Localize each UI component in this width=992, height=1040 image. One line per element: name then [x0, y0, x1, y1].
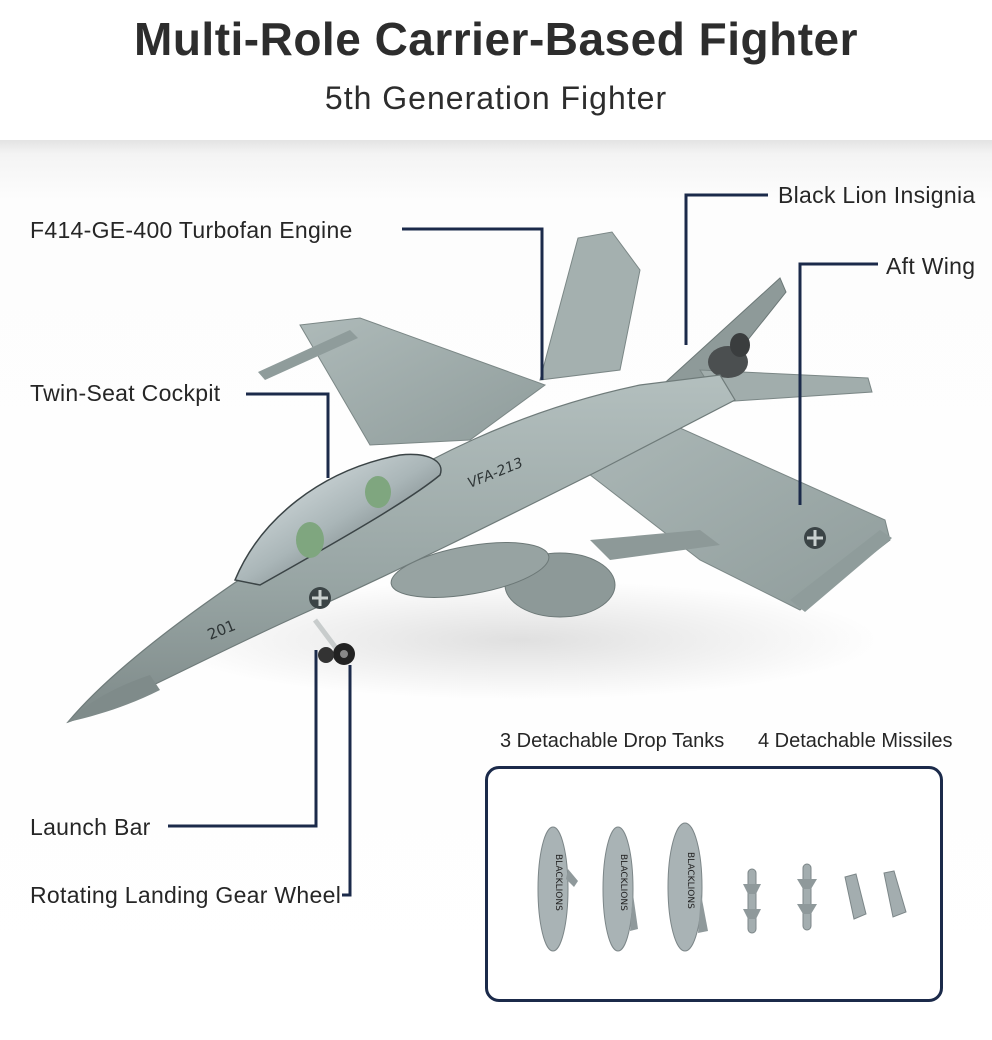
roundel-wing — [804, 527, 826, 549]
callout-aft-wing-label: Aft Wing — [886, 253, 976, 279]
drop-tank-3-text: BLACKLIONS — [685, 852, 695, 909]
under-wing-pylon — [590, 530, 720, 560]
page-title: Multi-Role Carrier-Based Fighter — [134, 13, 858, 65]
accessories-image: BLACKLIONS BLACKLIONS BLACKLIONS — [537, 822, 907, 952]
right-wingtip-missile — [790, 530, 892, 612]
leader-launch-bar — [168, 650, 318, 828]
callout-cockpit-label: Twin-Seat Cockpit — [30, 380, 221, 406]
leader-insignia — [684, 193, 768, 345]
drop-tank-2-text: BLACKLIONS — [618, 854, 628, 911]
drop-tank-3: BLACKLIONS — [667, 822, 708, 952]
page-subtitle: 5th Generation Fighter — [324, 80, 668, 116]
header: Multi-Role Carrier-Based Fighter 5th Gen… — [0, 0, 992, 140]
missile-4 — [883, 870, 907, 918]
leader-landing-gear — [342, 665, 352, 897]
fighter-jet-model-image: VFA-213 201 — [66, 231, 892, 724]
missile-3 — [844, 873, 867, 920]
roundel-fuselage — [309, 587, 331, 609]
left-vertical-tail — [539, 231, 641, 381]
missiles-label: 4 Detachable Missiles — [758, 730, 953, 752]
callout-engine-label: F414-GE-400 Turbofan Engine — [30, 217, 353, 243]
accessories-panel: BLACKLIONS BLACKLIONS BLACKLIONS — [485, 766, 943, 1002]
drop-tank-1: BLACKLIONS — [537, 826, 578, 952]
pilot-front — [296, 522, 324, 558]
nose-gear-strut — [313, 618, 338, 650]
nose-cone — [68, 675, 160, 722]
leader-aft-wing — [798, 262, 878, 505]
ground-shadow — [160, 580, 880, 700]
left-wing — [299, 317, 547, 446]
drop-tanks-label: 3 Detachable Drop Tanks — [500, 730, 725, 752]
missile-1 — [743, 868, 761, 934]
leader-engine — [402, 227, 544, 380]
callout-launch-bar-label: Launch Bar — [30, 814, 151, 840]
drop-tank-2: BLACKLIONS — [602, 826, 638, 952]
leader-cockpit — [246, 392, 330, 478]
left-wingtip-missile — [258, 330, 358, 380]
fuselage — [66, 374, 736, 724]
drop-tank-1-text: BLACKLIONS — [553, 854, 563, 911]
callout-landing-gear-label: Rotating Landing Gear Wheel — [30, 882, 342, 908]
missile-2 — [797, 863, 817, 931]
callout-insignia-label: Black Lion Insignia — [778, 182, 976, 208]
pilot-rear — [365, 476, 391, 508]
left-drop-tank — [390, 542, 550, 598]
